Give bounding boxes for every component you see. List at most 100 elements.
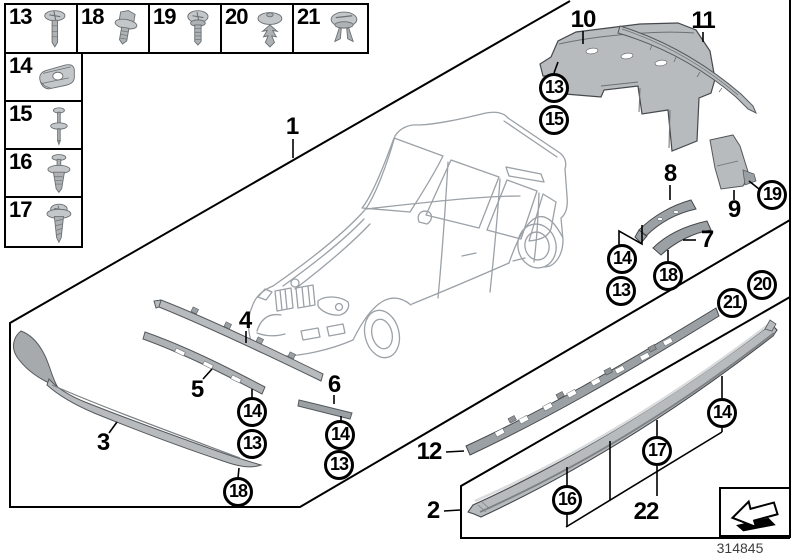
leader-14-13-zigzag <box>618 225 643 247</box>
legend-cell-16: 16 <box>4 148 83 198</box>
car-beltline <box>365 195 521 210</box>
legend-label: 19 <box>153 4 177 29</box>
car-silhouette <box>247 111 568 351</box>
legend-label: 20 <box>225 4 249 29</box>
direction-of-travel-box <box>719 487 791 537</box>
trim-strip-4-body <box>153 299 324 382</box>
part-trim-strip-6 <box>297 399 353 420</box>
circled-callout-18-trim: 18 <box>653 261 683 291</box>
rear-diffuser-creases <box>600 81 671 149</box>
circled-callout-18-front: 18 <box>223 477 253 507</box>
part-rear-strip-11 <box>617 25 757 115</box>
hex-washer-bolt-icon <box>114 10 138 45</box>
rear-diffuser-slots <box>585 47 668 67</box>
side-skirt-frame <box>460 296 791 539</box>
washer-screw-icon <box>46 203 72 244</box>
leader-5 <box>202 368 213 380</box>
leader-13-15-rear <box>553 61 559 74</box>
circled-callout-17: 17 <box>642 436 672 466</box>
trim-strip-6-body <box>297 399 353 420</box>
callout-22: 22 <box>633 498 660 525</box>
front-spoiler-blade <box>46 378 263 468</box>
leader-lines <box>108 31 760 528</box>
flange-screw-icon <box>44 10 66 48</box>
circled-callout-14-trim: 14 <box>607 244 637 274</box>
car-front-wheel-arch <box>352 297 412 341</box>
car-headlight-lens <box>334 302 344 312</box>
bracket-9-body <box>709 134 750 190</box>
callout-8: 8 <box>663 160 677 187</box>
car-windshield <box>361 137 444 213</box>
callout-5: 5 <box>190 376 204 403</box>
front-spoiler-end-cap <box>13 330 59 387</box>
side-skirt-end-tab <box>764 319 777 332</box>
legend-cell-21: 21 <box>292 3 369 54</box>
car-far-headlight <box>257 288 273 301</box>
circled-callout-16: 16 <box>552 485 582 515</box>
part-bracket-9 <box>709 134 757 190</box>
trim-slat-8-hole-a <box>657 217 663 221</box>
callout-12: 12 <box>416 438 443 465</box>
part-front-spoiler <box>13 330 263 468</box>
car-headlight <box>317 296 350 316</box>
car-quarter-window <box>528 193 557 242</box>
bracket-9-crease <box>716 160 739 167</box>
legend-label: 21 <box>297 4 321 29</box>
car-rear-wheel <box>517 223 557 269</box>
side-skirt-top-flange <box>474 324 769 503</box>
car-roundel <box>290 278 300 288</box>
pin-rivet-icon <box>50 107 68 146</box>
trim-strip-4-tabs <box>190 306 296 360</box>
expanding-rivet-icon <box>257 12 283 48</box>
leader-2 <box>443 509 461 512</box>
push-rivet-icon <box>330 11 358 43</box>
car-outline-drawing <box>247 111 568 359</box>
car-hood-lines <box>282 218 371 290</box>
car-bumper-intakes <box>300 323 346 341</box>
leader-22-bracket <box>565 431 723 528</box>
car-taillight <box>505 166 545 183</box>
legend-cell-13: 13 <box>4 3 78 54</box>
part-trim-strip-4 <box>153 299 324 382</box>
circled-callout-15-rear: 15 <box>539 105 569 135</box>
legend-cell-19: 19 <box>148 3 222 54</box>
front-spoiler-ridge <box>51 384 241 459</box>
circled-callout-21: 21 <box>717 288 747 318</box>
car-front-wheel <box>363 309 401 359</box>
washer-rivet-icon <box>47 154 71 194</box>
rear-strip-11-inner <box>621 28 739 96</box>
sill-rail-clips <box>507 344 657 424</box>
trim-rail-5-slots <box>174 347 242 384</box>
rear-strip-11-ticks <box>649 44 723 93</box>
side-skirt-end-steps <box>477 501 491 513</box>
main-frame <box>9 0 791 538</box>
side-skirt-body <box>467 323 778 518</box>
callout-11: 11 <box>691 7 715 34</box>
legend-label: 14 <box>9 53 33 78</box>
legend-label: 17 <box>9 197 33 222</box>
legend-cell-18: 18 <box>76 3 150 54</box>
leader-18-front <box>237 467 240 479</box>
part-rear-diffuser <box>539 22 716 152</box>
legend-cell-17: 17 <box>4 196 83 248</box>
callout-6: 6 <box>327 371 341 398</box>
side-skirt-shadow-line <box>479 332 775 513</box>
leader-3 <box>108 421 118 434</box>
callout-1: 1 <box>285 113 299 140</box>
legend-cell-20: 20 <box>220 3 294 54</box>
rear-strip-11-body <box>617 25 757 115</box>
legend-label: 18 <box>81 4 105 29</box>
car-far-front-wheel <box>256 313 286 337</box>
car-rear-rim <box>524 231 550 261</box>
sill-rail-slots <box>494 337 674 438</box>
direction-arrow-icon <box>730 499 779 532</box>
car-sill-line <box>411 262 510 305</box>
side-skirt-frame-outline <box>460 296 791 539</box>
legend-label: 13 <box>9 4 33 29</box>
trim-slat-8-hole-b <box>673 210 679 214</box>
car-mirror <box>417 210 433 225</box>
circled-callout-14-front-a: 14 <box>237 397 267 427</box>
circled-callout-13-front-a: 13 <box>237 429 267 459</box>
